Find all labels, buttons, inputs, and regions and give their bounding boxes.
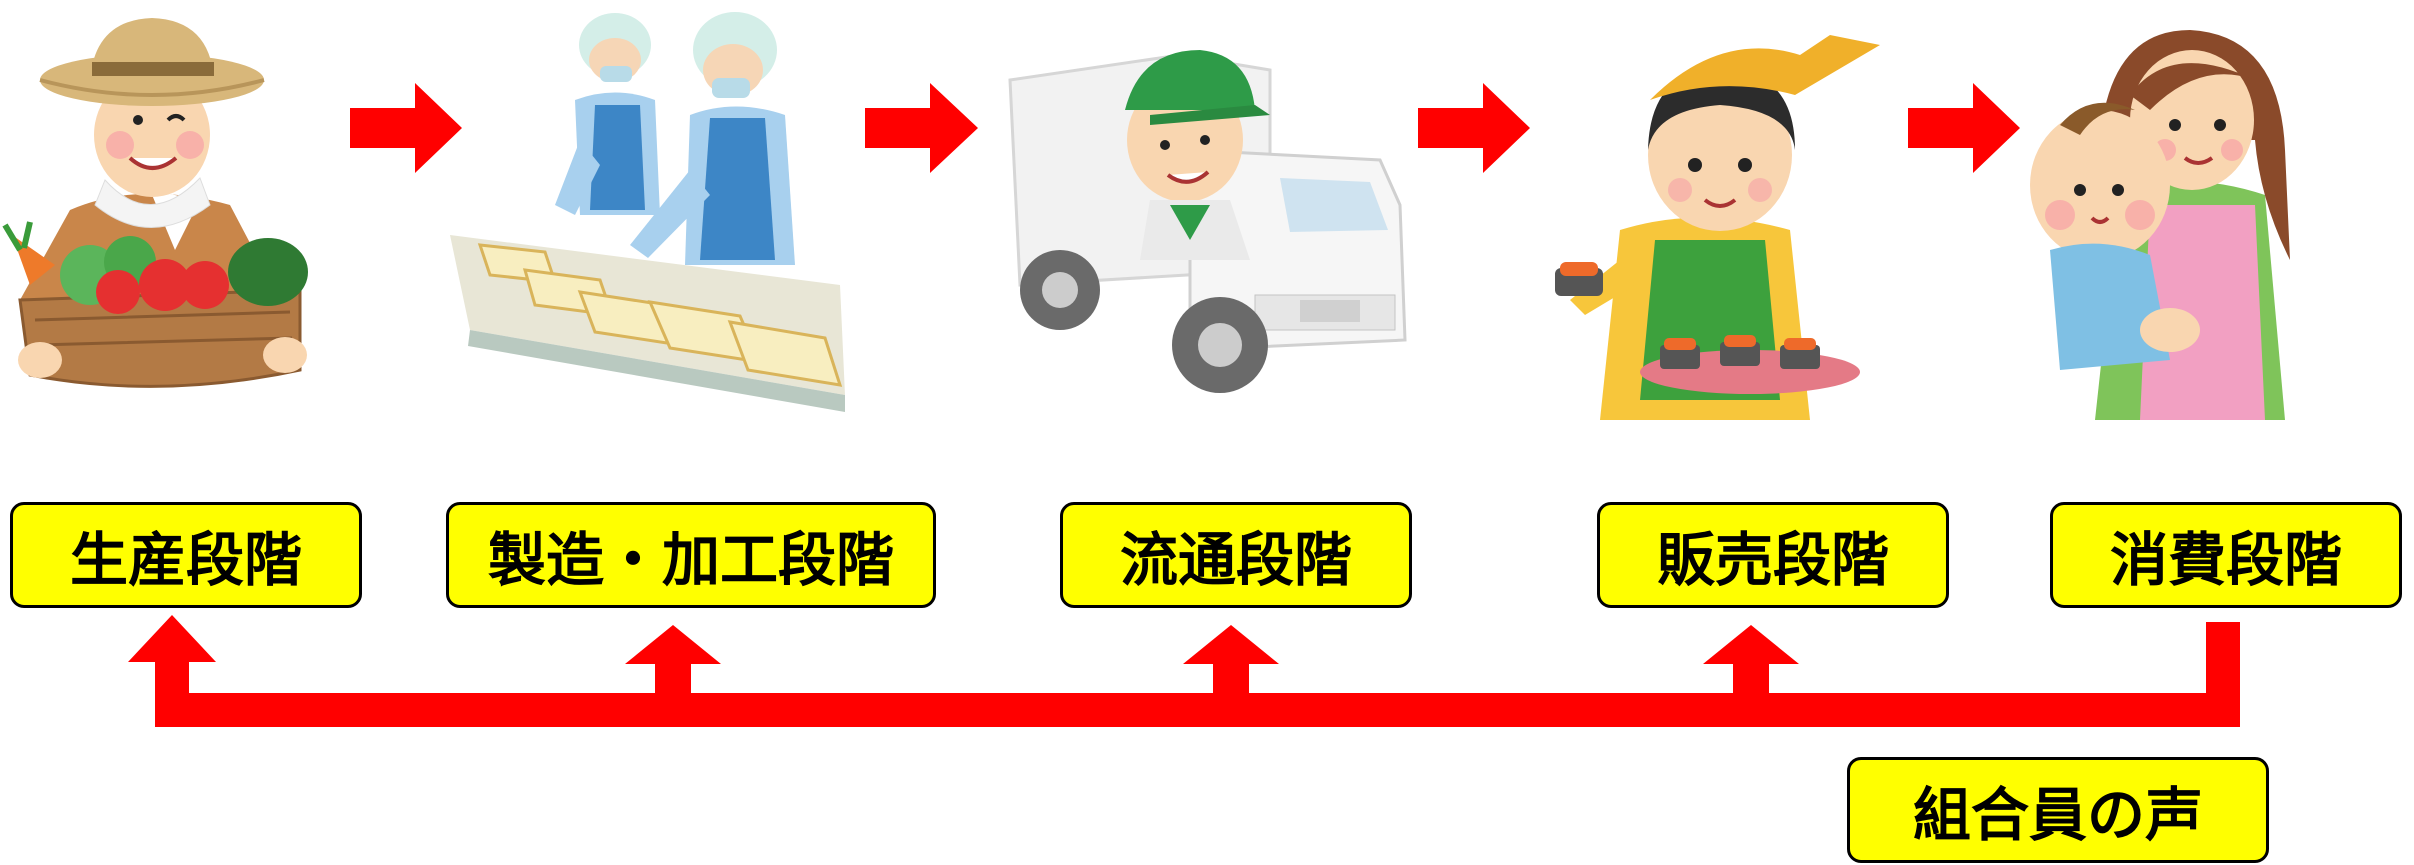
stage-label-manufacturing: 製造・加工段階 [446,502,936,608]
farmer-illustration [2,18,308,388]
shop-clerk-illustration [1555,35,1880,420]
feedback-up-arrow-4 [1703,625,1799,664]
truck-driver-illustration [1008,50,1407,393]
stage-label-distribution: 流通段階 [1060,502,1412,608]
feedback-up-arrow-2 [625,625,721,664]
feedback-loop [128,615,2240,727]
stage-label-sales: 販売段階 [1597,502,1949,608]
flow-arrow-2 [865,83,978,173]
flow-arrow-4 [1908,83,2020,173]
member-voice-label: 組合員の声 [1847,757,2269,863]
feedback-line-horizontal [155,693,2240,727]
stage-label-production: 生産段階 [10,502,362,608]
mother-baby-illustration [2030,30,2290,420]
stage-label-consumption: 消費段階 [2050,502,2402,608]
feedback-line-consumer-riser [2206,622,2240,727]
factory-illustration [450,12,845,412]
feedback-up-arrow-1 [128,615,216,662]
flow-arrow-1 [350,83,462,173]
feedback-up-arrow-3 [1183,625,1279,664]
flow-arrow-3 [1418,83,1530,173]
flow-arrows [350,83,2020,173]
